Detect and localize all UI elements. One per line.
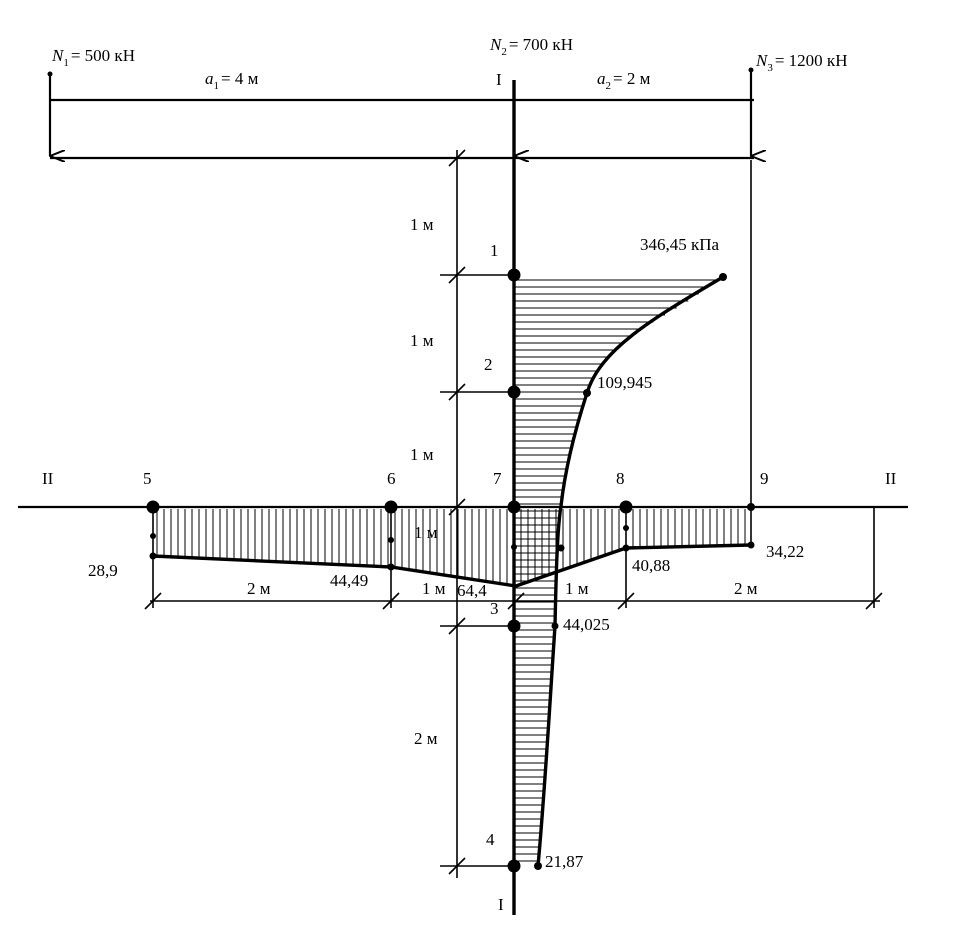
depth-label-3: 1 м: [414, 523, 438, 542]
calculation-points: [146, 268, 755, 873]
point-label-7: 7: [493, 469, 502, 488]
n1-symbol: N: [51, 46, 65, 65]
n3-value: = 1200 кН: [775, 51, 848, 70]
section-label-II-right: II: [885, 469, 897, 488]
stress-value-p4: 21,87: [545, 852, 584, 871]
depth-label-1: 1 м: [410, 331, 434, 350]
stress-value-p3: 44,025: [563, 615, 610, 634]
stress-value-p9: 34,22: [766, 542, 804, 561]
n2-symbol: N: [489, 35, 503, 54]
vertical-epure-hatching: [514, 279, 719, 862]
n1-value: = 500 кН: [71, 46, 135, 65]
point-label-3: 3: [490, 599, 499, 618]
svg-text:a2= 2 м: a2= 2 м: [597, 69, 651, 92]
point-1-marker: [507, 268, 521, 282]
point-label-5: 5: [143, 469, 152, 488]
point-8-marker: [619, 500, 633, 514]
a2-index: 2: [606, 80, 612, 92]
svg-text:a1= 4 м: a1= 4 м: [205, 69, 259, 92]
section-label-II-left: II: [42, 469, 54, 488]
vertical-stress-epure: [514, 275, 724, 867]
n2-index: 2: [501, 46, 507, 58]
horizontal-dim-3: 2 м: [734, 579, 758, 598]
n3-index: 3: [767, 62, 773, 74]
point-label-8: 8: [616, 469, 625, 488]
point-label-9: 9: [760, 469, 769, 488]
section-label-I-bottom: I: [498, 895, 504, 914]
point-2-marker: [507, 385, 521, 399]
stress-value-p5: 28,9: [88, 561, 118, 580]
point-4-marker: [507, 859, 521, 873]
point-label-2: 2: [484, 355, 493, 374]
a1-symbol: a: [205, 69, 214, 88]
point-6-marker: [384, 500, 398, 514]
svg-text:N2= 700 кН: N2= 700 кН: [489, 35, 573, 58]
depth-label-4: 2 м: [414, 729, 438, 748]
stress-value-p7: 64,4: [457, 581, 487, 600]
horizontal-stress-epure: [152, 509, 752, 588]
point-9-marker: [747, 503, 755, 511]
stress-value-p6: 44,49: [330, 571, 368, 590]
horizontal-stress-line: [152, 543, 752, 588]
stress-value-p8: 40,88: [632, 556, 670, 575]
a1-value: = 4 м: [221, 69, 259, 88]
horizontal-dim-2: 1 м: [565, 579, 589, 598]
depth-label-0: 1 м: [410, 215, 434, 234]
depth-label-2: 1 м: [410, 445, 434, 464]
vertical-stress-curve: [536, 275, 724, 867]
section-label-I-top: I: [496, 70, 502, 89]
point-label-4: 4: [486, 830, 495, 849]
stress-value-p1: 346,45 кПа: [640, 235, 720, 254]
horizontal-epure-hatching: [156, 509, 746, 586]
n3-symbol: N: [755, 51, 769, 70]
n1-index: 1: [63, 57, 69, 69]
depth-leaders: [440, 274, 512, 867]
horizontal-dim-1: 1 м: [422, 579, 446, 598]
stress-value-p2: 109,945: [597, 373, 652, 392]
a2-symbol: a: [597, 69, 606, 88]
svg-text:N3= 1200 кН: N3= 1200 кН: [755, 51, 847, 74]
a1-index: 1: [214, 80, 220, 92]
n2-value: = 700 кН: [509, 35, 573, 54]
horizontal-dim-0: 2 м: [247, 579, 271, 598]
a2-value: = 2 м: [613, 69, 651, 88]
extension-lines: [152, 160, 875, 608]
point-3-marker: [507, 619, 521, 633]
stress-value-dots: [149, 273, 755, 870]
point-5-marker: [146, 500, 160, 514]
svg-text:N1= 500 кН: N1= 500 кН: [51, 46, 135, 69]
point-label-1: 1: [490, 241, 499, 260]
point-label-6: 6: [387, 469, 396, 488]
point-7-marker: [507, 500, 521, 514]
